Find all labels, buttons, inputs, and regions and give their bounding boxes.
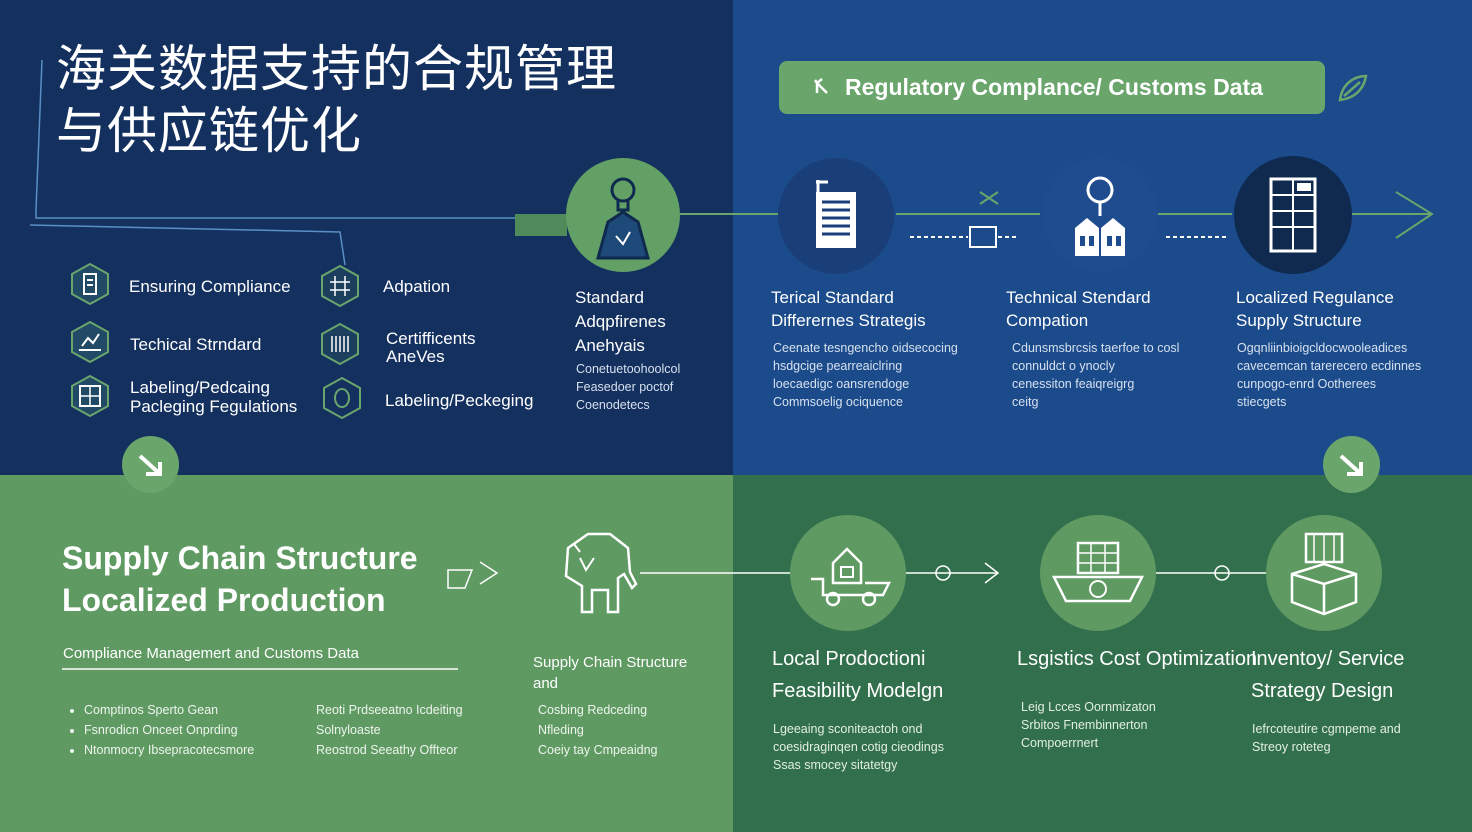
left-item-0 (70, 262, 110, 311)
left-item-1 (70, 320, 110, 369)
left-item-label-1: Techical Strndard (130, 335, 262, 354)
connector-plug (515, 214, 567, 236)
hexagon-box-icon (71, 374, 109, 418)
step-node-technical-compation (1043, 158, 1157, 272)
bottom-step-desc-0: Lgeeaing sconiteactoh ond coesidraginqen… (773, 722, 944, 772)
step-desc-1: Ceenate tesngencho oidsecocing hsdgcige … (773, 341, 958, 409)
building-icon (1269, 177, 1317, 253)
left-item-label-2: Labeling/Pedcaing Pacleging Fegulations (130, 378, 298, 416)
leaf-icon (1338, 74, 1368, 102)
bottom-node-inventory-service (1266, 515, 1382, 631)
inventory-boxes-icon (1290, 532, 1358, 616)
compliance-banner: Regulatory Complance/ Customs Data (779, 61, 1325, 114)
hexagon-label-icon (323, 376, 361, 420)
hexagon-document-icon (71, 262, 109, 306)
person-icon (596, 177, 650, 260)
connector-box (969, 226, 997, 248)
left-item-3 (320, 264, 360, 313)
step-title-3: Localized Regulance Supply Structure (1236, 288, 1394, 330)
bottom-col3-title: Supply Chain Structure and (533, 654, 688, 692)
document-icon (816, 180, 856, 248)
left-item-5 (322, 376, 362, 425)
banner-label: Regulatory Complance/ Customs Data (845, 74, 1263, 100)
hexagon-grid-icon (321, 264, 359, 308)
left-item-label-4: Certifficents AneVes (386, 329, 476, 366)
bottom-subheading: Compliance Managemert and Customs Data (63, 645, 359, 662)
bullet-item: Comptinos Sperto Gean (84, 700, 254, 720)
bottom-step-title-2: Inventoy/ Service Strategy Design (1251, 648, 1405, 702)
step-node-localized-regulance (1234, 156, 1352, 274)
step-node-terical-standard (778, 158, 894, 274)
bottom-step-desc-2: Iefrcoteutire cgmpeme and Streoy roteteg (1252, 722, 1401, 754)
bottom-heading: Supply Chain Structure Localized Product… (62, 540, 418, 618)
arrow-down-right-icon (138, 454, 162, 476)
bottom-step-desc-1: Leig Lcces Oornmizaton Srbitos Fnembinne… (1021, 700, 1156, 750)
step-title-2: Technical Stendard Compation (1006, 288, 1151, 330)
step-desc-2: Cdunsmsbrcsis taerfoe to cosl connuldct … (1012, 341, 1180, 409)
elephant-icon (564, 532, 638, 614)
left-item-label-0: Ensuring Compliance (129, 277, 291, 296)
step-desc-3: Ogqnliinbioigcldocwooleadices cavecemcan… (1237, 341, 1422, 409)
hexagon-certificate-icon (321, 322, 359, 366)
bottom-bullet-list: Comptinos Sperto Gean Fsnrodicn Onceet O… (64, 700, 254, 760)
bottom-node-local-production (790, 515, 906, 631)
cargo-ship-icon (1051, 541, 1145, 603)
left-item-label-5: Labeling/Peckeging (385, 391, 534, 410)
down-arrow-badge-left (122, 436, 179, 493)
step-title-1: Terical Standard Differernes Strategis (771, 288, 926, 330)
left-item-label-3: Adpation (383, 277, 451, 296)
bottom-col3: Cosbing Redceding Nfleding Coeiy tay Cmp… (538, 703, 658, 757)
arrow-down-right-icon (1339, 454, 1363, 476)
bullet-item: Fsnrodicn Onceet Onprding (84, 720, 254, 740)
step-desc-0: Conetuetoohoolcol Feasedoer poctof Coeno… (576, 362, 681, 412)
bottom-step-title-0: Local Prodoctioni Feasibility Modelgn (772, 648, 944, 702)
bottom-node-logistics-cost (1040, 515, 1156, 631)
left-item-2 (70, 374, 110, 423)
step-node-standard-analysis (566, 158, 680, 272)
step-title-0: Standard Adqpfirenes Anehyais (575, 288, 666, 355)
bottom-step-title-1: Lsgistics Cost Optimization (1017, 648, 1258, 670)
down-arrow-badge-right (1323, 436, 1380, 493)
left-item-4 (320, 322, 360, 371)
page-title: 海关数据支持的合规管理 与供应链优化 (56, 40, 617, 160)
hexagon-chart-icon (71, 320, 109, 364)
bullet-item: Ntonmocry Ibsepracotecsmore (84, 740, 254, 760)
factory-icon (1075, 176, 1125, 256)
arrow-up-icon (813, 77, 828, 94)
warehouse-truck-icon (811, 547, 892, 607)
bottom-col2: Reoti Prdseeatno Icdeiting Solnyloaste R… (316, 703, 463, 757)
